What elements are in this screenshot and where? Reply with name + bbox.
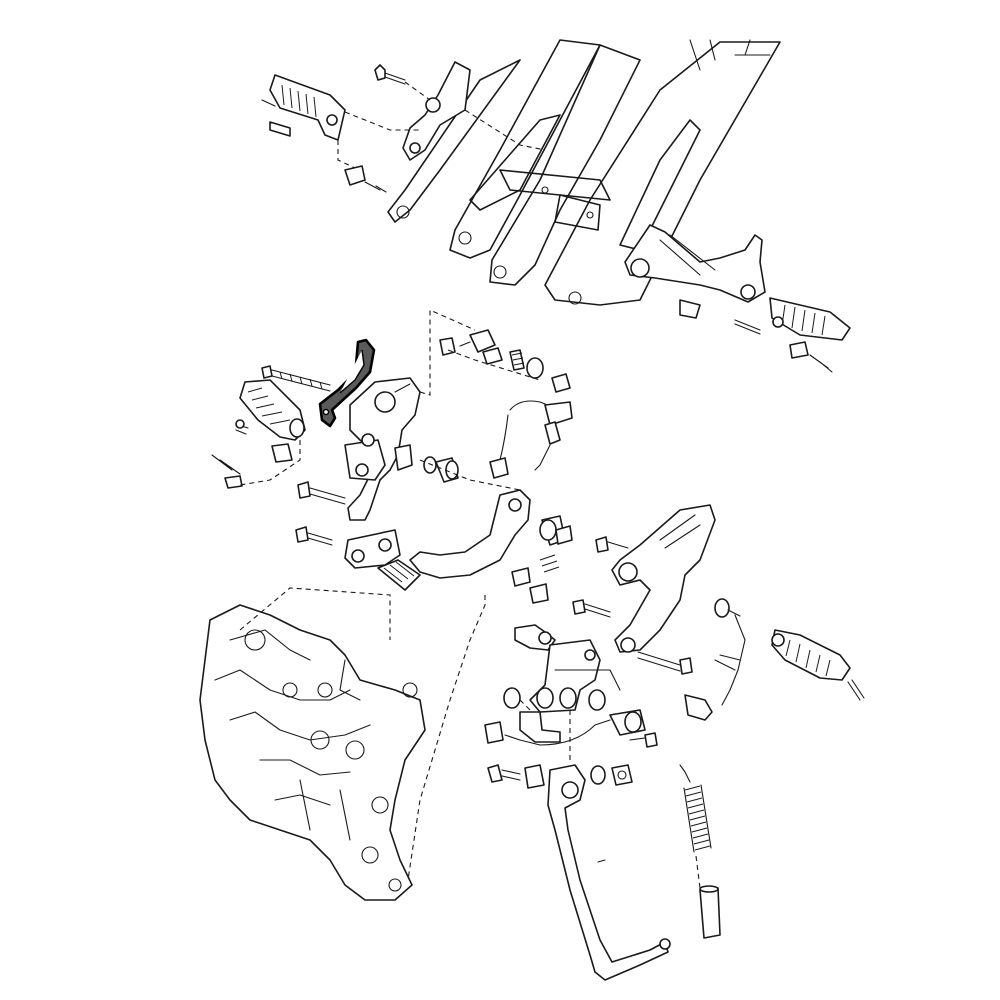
rider-footrest-bolt	[261, 365, 331, 392]
rider-footrest-bracket-left	[344, 309, 476, 521]
shift-lever	[407, 595, 713, 881]
rider-footpeg-right	[714, 614, 865, 706]
main-frame-section	[199, 587, 426, 901]
side-stand-hardware	[487, 764, 633, 789]
side-stand-spring	[679, 764, 721, 939]
rider-footrest-heel-guard[interactable]	[318, 338, 376, 428]
passenger-footrest-bracket-left	[344, 61, 546, 161]
washers-and-spacers	[419, 456, 521, 491]
rider-footpeg-left	[211, 379, 306, 489]
side-stand-bracket	[503, 639, 621, 760]
pivot-bolts-left	[295, 481, 401, 569]
passenger-footrest-left	[261, 74, 387, 193]
side-stand-switch	[484, 709, 658, 748]
brake-pedal	[377, 489, 573, 604]
brake-switch-wiring	[489, 400, 573, 479]
bolts-stack-upper	[439, 329, 571, 393]
passenger-footrest-right	[624, 224, 851, 373]
side-stand	[547, 764, 671, 981]
rider-footrest-bracket-right	[595, 504, 741, 653]
